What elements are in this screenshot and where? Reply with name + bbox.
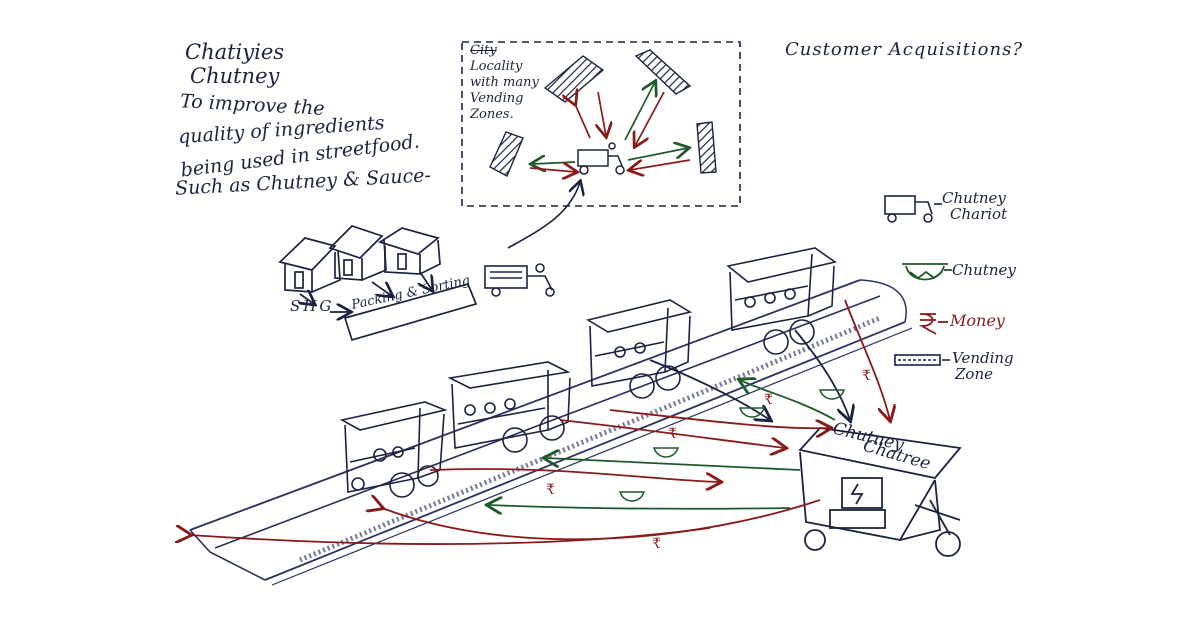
house-to-packing-arrow: [420, 271, 432, 290]
legend-label-chutney: Chutney: [952, 261, 1016, 279]
chutney-arrow: [545, 458, 801, 471]
supply-arrow: [794, 329, 850, 420]
legend-cart-icon: [884, 195, 942, 223]
inset-arrow-red-1: [598, 91, 606, 136]
inset-arrow-red-4: [529, 168, 576, 172]
rupee-mark: ₹: [764, 392, 773, 408]
inset-line-with-many: with many: [470, 75, 539, 90]
chutney-bowl-mark: [618, 389, 846, 502]
money-arrow: [609, 409, 830, 428]
inset-vending-zone-4: [696, 121, 717, 174]
rupee-mark: ₹: [546, 482, 555, 498]
legend-vending-zone-icon: [894, 354, 950, 366]
delivery-to-inset-arrow: [507, 182, 580, 249]
inset-arrow-green-1: [624, 82, 655, 141]
legend-chutney-bowl-icon: [902, 263, 952, 281]
money-arrow: [190, 528, 711, 545]
legend-label-money: Money: [950, 311, 1005, 330]
customer-acquisition-question: Customer Acquisitions?: [785, 39, 1023, 60]
house-to-packing-arrow: [371, 282, 392, 296]
legend-label-chariot-1: Chutney: [942, 189, 1006, 207]
chutney-cart-2: [447, 361, 571, 453]
title-line-2: Chutney: [190, 64, 280, 88]
money-arrow: [844, 299, 890, 420]
legend-label-chariot-2: Chariot: [950, 205, 1008, 223]
inset-vending-zone-2: [634, 49, 692, 95]
rupee-mark: ₹: [668, 426, 677, 442]
inset-line-city: City: [470, 43, 497, 58]
inset-arrow-green-3: [627, 148, 688, 161]
inset-arrow-red-2: [575, 104, 591, 139]
title-line-1: Chatiyies: [185, 40, 285, 64]
packing-box: [343, 282, 478, 342]
supply-arrow: [649, 359, 770, 420]
chutney-cart-1: [339, 401, 448, 498]
legend-label-vending-1: Vending: [952, 349, 1014, 367]
inset-line-vending: Vending: [470, 91, 524, 106]
money-arrow: [429, 468, 720, 482]
chutney-arrow: [488, 505, 791, 509]
house-to-shg-arrow: [300, 294, 314, 304]
chutney-cart-4: [726, 247, 837, 355]
inset-line-zones: Zones.: [470, 107, 514, 122]
inset-chariot-icon: [577, 142, 625, 175]
road-vending-zone-strip: [299, 315, 881, 563]
money-arrow: [559, 419, 785, 448]
delivery-vehicle-icon: [484, 263, 555, 297]
chutney-cart-3: [585, 299, 693, 399]
inset-arrow-red-3: [635, 91, 665, 146]
inset-arrow-green-2: [532, 162, 576, 164]
inset-vending-zone-3: [489, 131, 524, 177]
inset-dashed-border: [461, 41, 741, 207]
chutney-arrow: [740, 380, 836, 421]
inset-vending-zone-1: [543, 55, 605, 103]
rupee-mark: ₹: [862, 368, 871, 384]
legend-label-vending-2: Zone: [955, 365, 993, 383]
inset-arrow-red-5: [630, 159, 691, 170]
locality-inset: [461, 41, 741, 249]
shg-houses: [278, 225, 478, 342]
legend-rupee-icon: [918, 313, 948, 335]
inset-line-locality: Locality: [470, 59, 523, 74]
house-icon: [378, 227, 441, 275]
chutney-kiosk: [798, 427, 962, 557]
rupee-mark: ₹: [652, 536, 661, 552]
